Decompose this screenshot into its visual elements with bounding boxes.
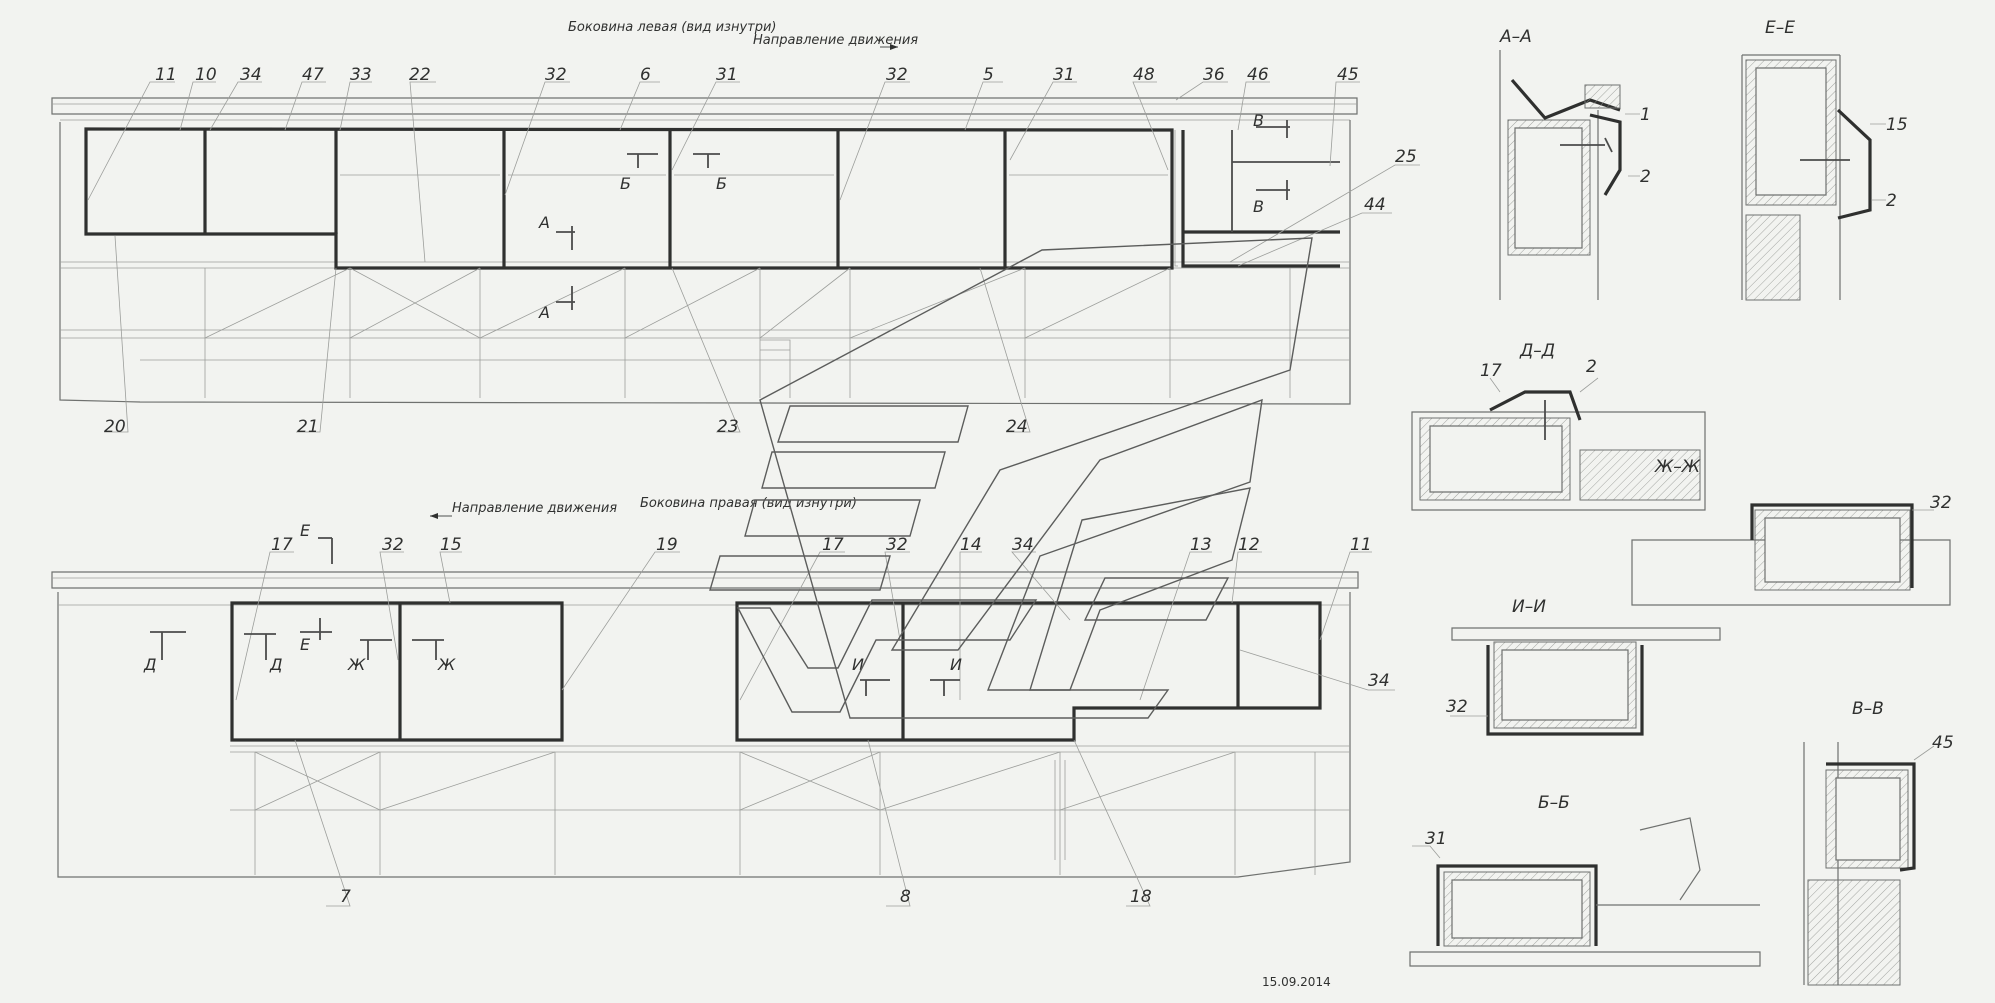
callout-top-5: 5	[983, 65, 994, 85]
callout-zhzh-32: 32	[1930, 493, 1952, 513]
callout-bottom-32b: 32	[886, 535, 908, 555]
svg-text:Ж–Ж: Ж–Ж	[1654, 457, 1701, 477]
svg-text:А: А	[538, 213, 550, 232]
cut-marks-top: В В Б Б А А	[538, 111, 1290, 322]
callout-vv-45: 45	[1932, 733, 1954, 753]
svg-text:Д–Д: Д–Д	[1519, 341, 1555, 361]
section-aa: А–А 1 2	[1499, 27, 1651, 300]
roof-rail-bottom	[51, 571, 1359, 589]
callouts-top: 11 10 34 47 33 22 32 6 31 32 5 31 48	[87, 65, 1420, 437]
callout-bottom-34b: 34	[1368, 671, 1390, 691]
section-ii: И–И 32	[1446, 597, 1721, 736]
svg-text:В: В	[1253, 197, 1264, 216]
section-ee: Е–Е 15 2	[1741, 18, 1908, 301]
callout-top-34: 34	[240, 65, 262, 85]
callout-ee-2: 2	[1886, 191, 1897, 211]
callout-top-31a: 31	[716, 65, 738, 85]
left-sidewall-view: Боковина левая (вид изнутри) Направление…	[51, 20, 1420, 437]
callout-top-20: 20	[104, 417, 126, 437]
window-frame-bottom-right	[735, 601, 1322, 742]
body-outline-bottom	[57, 592, 1351, 878]
callout-aa-1: 1	[1640, 105, 1651, 125]
svg-text:Д: Д	[143, 655, 157, 674]
callout-dd-2: 2	[1586, 357, 1597, 377]
window-frame-top	[84, 127, 1174, 270]
callout-top-25: 25	[1395, 147, 1417, 167]
roof-rail-top	[51, 97, 1358, 115]
callout-bottom-13: 13	[1190, 535, 1212, 555]
callout-top-24: 24	[1006, 417, 1028, 437]
svg-text:Е–Е: Е–Е	[1765, 18, 1795, 38]
callout-bottom-11: 11	[1350, 535, 1372, 555]
callout-bottom-34a: 34	[1012, 535, 1034, 555]
svg-text:А–А: А–А	[1499, 27, 1532, 47]
callout-top-47: 47	[302, 65, 324, 85]
callout-top-46: 46	[1247, 65, 1269, 85]
callout-aa-2: 2	[1640, 167, 1651, 187]
cut-marks-bottom: Е Е Д Д Ж Ж И И	[143, 521, 962, 696]
callout-top-23: 23	[717, 417, 739, 437]
callout-dd-17: 17	[1480, 361, 1502, 381]
callout-top-31b: 31	[1053, 65, 1075, 85]
callout-top-21: 21	[297, 417, 319, 437]
callout-bottom-32a: 32	[382, 535, 404, 555]
svg-text:Е: Е	[300, 635, 311, 654]
callout-bottom-18: 18	[1130, 887, 1152, 907]
window-frame-bottom-left	[230, 601, 564, 742]
callout-top-32b: 32	[886, 65, 908, 85]
callout-ee-15: 15	[1886, 115, 1908, 135]
callout-bb-31: 31	[1425, 829, 1447, 849]
section-dd: Д–Д 17 2	[1411, 341, 1706, 511]
watermark-logo	[709, 237, 1313, 719]
section-bb: Б–Б 31	[1409, 793, 1761, 967]
callouts-bottom: 17 32 15 19 17 32 14 34 13 12 11 34 7	[235, 535, 1395, 907]
callout-bottom-8: 8	[900, 887, 911, 907]
truss-structure-bottom	[254, 751, 1316, 875]
truss-structure-top	[204, 267, 1291, 398]
right-sidewall-view: Боковина правая (вид изнутри) Направлени…	[51, 496, 1395, 907]
left-view-title: Боковина левая (вид изнутри)	[568, 20, 776, 35]
section-zhzh: Ж–Ж 32	[1631, 457, 1952, 606]
direction-label-top: Направление движения	[753, 33, 918, 48]
svg-text:И: И	[852, 655, 864, 674]
svg-text:И–И: И–И	[1512, 597, 1546, 617]
callout-top-11: 11	[155, 65, 177, 85]
callout-top-32a: 32	[545, 65, 567, 85]
callout-bottom-17b: 17	[822, 535, 844, 555]
callout-bottom-7: 7	[340, 887, 351, 907]
callout-top-33: 33	[350, 65, 372, 85]
svg-text:А: А	[538, 303, 550, 322]
svg-text:Д: Д	[269, 655, 283, 674]
callout-top-10: 10	[195, 65, 217, 85]
callout-bottom-17a: 17	[271, 535, 293, 555]
callout-bottom-12: 12	[1238, 535, 1260, 555]
svg-text:Б–Б: Б–Б	[1538, 793, 1570, 813]
right-view-title: Боковина правая (вид изнутри)	[640, 496, 857, 511]
svg-text:Ж: Ж	[347, 655, 366, 674]
direction-label-bottom: Направление движения	[452, 501, 617, 516]
svg-text:Б: Б	[620, 174, 631, 193]
svg-text:Б: Б	[716, 174, 727, 193]
callout-top-44: 44	[1364, 195, 1386, 215]
drawing-date: 15.09.2014	[1262, 975, 1331, 989]
callout-ii-32: 32	[1446, 697, 1468, 717]
svg-text:И: И	[950, 655, 962, 674]
section-vv: В–В 45	[1803, 699, 1954, 986]
callout-top-48: 48	[1133, 65, 1155, 85]
callout-top-36: 36	[1203, 65, 1225, 85]
svg-text:В–В: В–В	[1852, 699, 1884, 719]
svg-text:Ж: Ж	[437, 655, 456, 674]
callout-top-6: 6	[640, 65, 651, 85]
callout-bottom-15: 15	[440, 535, 462, 555]
svg-text:В: В	[1253, 111, 1264, 130]
callout-bottom-14: 14	[960, 535, 982, 555]
callout-bottom-19: 19	[656, 535, 678, 555]
svg-text:Е: Е	[300, 521, 311, 540]
callout-top-22: 22	[409, 65, 431, 85]
body-outline-top	[59, 120, 1351, 405]
callout-top-45: 45	[1337, 65, 1359, 85]
